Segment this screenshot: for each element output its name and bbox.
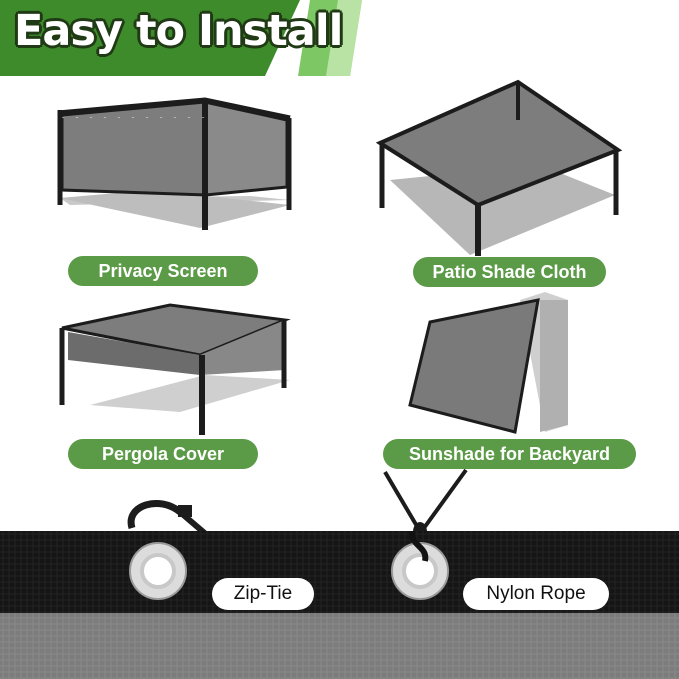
zip-tie-illustration: [127, 500, 207, 531]
nylon-rope-illustration: [383, 468, 468, 531]
page-title: Easy to Install: [14, 6, 343, 56]
sunshade-backyard-illustration: [408, 292, 568, 434]
privacy-screen-label: Privacy Screen: [68, 256, 258, 286]
usage-illustrations: [57, 79, 623, 531]
zip-tie-label: Zip-Tie: [212, 578, 314, 610]
patio-shade-label: Patio Shade Cloth: [413, 257, 606, 287]
pergola-cover-label: Pergola Cover: [68, 439, 258, 469]
privacy-screen-illustration: [57, 97, 292, 230]
patio-shade-illustration: [375, 79, 623, 256]
sunshade-backyard-label: Sunshade for Backyard: [383, 439, 636, 469]
header-banner: [0, 0, 362, 76]
pergola-cover-illustration: [59, 303, 291, 435]
nylon-rope-label: Nylon Rope: [463, 578, 609, 610]
